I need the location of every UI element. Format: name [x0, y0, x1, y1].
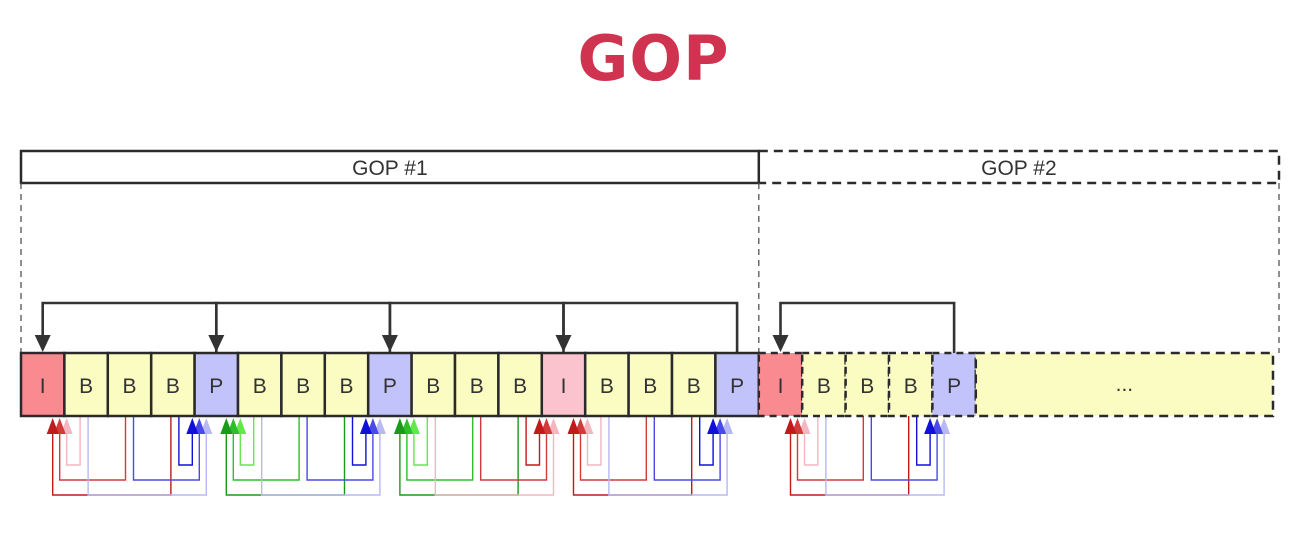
reference-line — [413, 416, 428, 466]
bottom-reference-arrows — [46, 416, 951, 496]
frame-b-6 — [280, 351, 327, 418]
gop-brackets: GOP #1 GOP #2 — [19, 149, 1281, 353]
reference-arrow-head — [567, 418, 580, 434]
frame-label: B — [904, 375, 918, 398]
reference-line — [178, 416, 193, 466]
reference-line — [608, 416, 728, 496]
reference-line — [789, 416, 910, 496]
reference-arrow-head — [220, 418, 233, 434]
gop2-label: GOP #2 — [981, 157, 1057, 180]
reference-line — [803, 416, 819, 466]
reference-line — [66, 416, 81, 466]
reference-line — [225, 416, 346, 496]
reference-line — [916, 416, 931, 466]
reference-line — [306, 416, 374, 481]
reference-arrow-head — [46, 418, 59, 434]
frame-label: B — [817, 375, 831, 398]
reference-line — [261, 416, 381, 496]
reference-arrow-head — [784, 418, 797, 434]
frame-label: B — [860, 375, 874, 398]
reference-line — [52, 416, 172, 496]
reference-arrow-head — [186, 418, 199, 434]
reference-line — [480, 416, 548, 481]
top-reference-arrows — [34, 301, 956, 353]
reference-arrow-head — [707, 418, 720, 434]
reference-line — [406, 416, 474, 481]
frame-i-0 — [19, 351, 66, 418]
reference-line — [351, 416, 367, 466]
frame-b-2 — [106, 351, 153, 418]
top-arrow-line — [388, 301, 565, 353]
gop2-bracket — [758, 149, 1281, 185]
reference-line — [399, 416, 519, 496]
reference-line — [87, 416, 207, 496]
reference-line — [434, 416, 555, 496]
reference-line — [579, 416, 647, 481]
frame-strip: I B B B P B B B P B B B I B B B P I B B B P... — [19, 351, 1275, 418]
top-arrow-head — [555, 335, 572, 352]
reference-line — [59, 416, 127, 481]
frame-label: B — [79, 375, 93, 398]
reference-line — [525, 416, 541, 466]
reference-line — [870, 416, 938, 481]
top-arrow-head — [208, 335, 225, 352]
page-title: GOP — [577, 22, 730, 95]
reference-arrow-head — [393, 418, 406, 434]
frame-label: P — [383, 375, 397, 398]
frame-label: I — [778, 375, 784, 398]
frame-label: P — [730, 375, 744, 398]
top-arrow-line — [779, 301, 956, 353]
frame-label: B — [687, 375, 701, 398]
frame-label: P — [947, 375, 961, 398]
reference-line — [132, 416, 200, 481]
continuation-label: ... — [1116, 373, 1134, 396]
frame-b-10 — [453, 351, 500, 418]
gop1-label: GOP #1 — [352, 157, 428, 180]
frame-label: B — [339, 375, 353, 398]
frame-p-4 — [193, 351, 240, 418]
top-arrow-head — [381, 335, 398, 352]
frame-label: B — [600, 375, 614, 398]
frame-label: B — [166, 375, 180, 398]
frame-b-15 — [670, 351, 717, 418]
top-arrow-line — [41, 301, 218, 353]
top-arrow-head — [772, 335, 789, 352]
frame-label: P — [209, 375, 223, 398]
top-arrow-head — [34, 335, 51, 352]
reference-line — [232, 416, 300, 481]
reference-line — [239, 416, 255, 466]
frame-label: I — [40, 375, 46, 398]
frame-label: B — [643, 375, 657, 398]
frame-label: B — [253, 375, 267, 398]
reference-line — [796, 416, 864, 481]
reference-line — [825, 416, 945, 496]
continuation-block — [974, 351, 1275, 418]
frame-b-11 — [497, 351, 544, 418]
frame-p-16 — [714, 351, 761, 418]
frame-b-9 — [410, 351, 457, 418]
top-arrow-line — [215, 301, 392, 353]
reference-arrow-head — [533, 418, 546, 434]
reference-arrow-head — [359, 418, 372, 434]
reference-line — [699, 416, 714, 466]
reference-line — [586, 416, 602, 466]
frame-label: B — [513, 375, 527, 398]
frame-label: B — [426, 375, 440, 398]
reference-line — [572, 416, 693, 496]
frame-label: B — [122, 375, 136, 398]
top-arrow-line — [562, 301, 739, 353]
frame-label: B — [470, 375, 484, 398]
gop1-bracket — [19, 149, 761, 185]
reference-line — [653, 416, 721, 481]
reference-arrow-head — [924, 418, 937, 434]
frame-label: B — [296, 375, 310, 398]
frame-b-3 — [149, 351, 196, 418]
frame-label: I — [561, 375, 567, 398]
